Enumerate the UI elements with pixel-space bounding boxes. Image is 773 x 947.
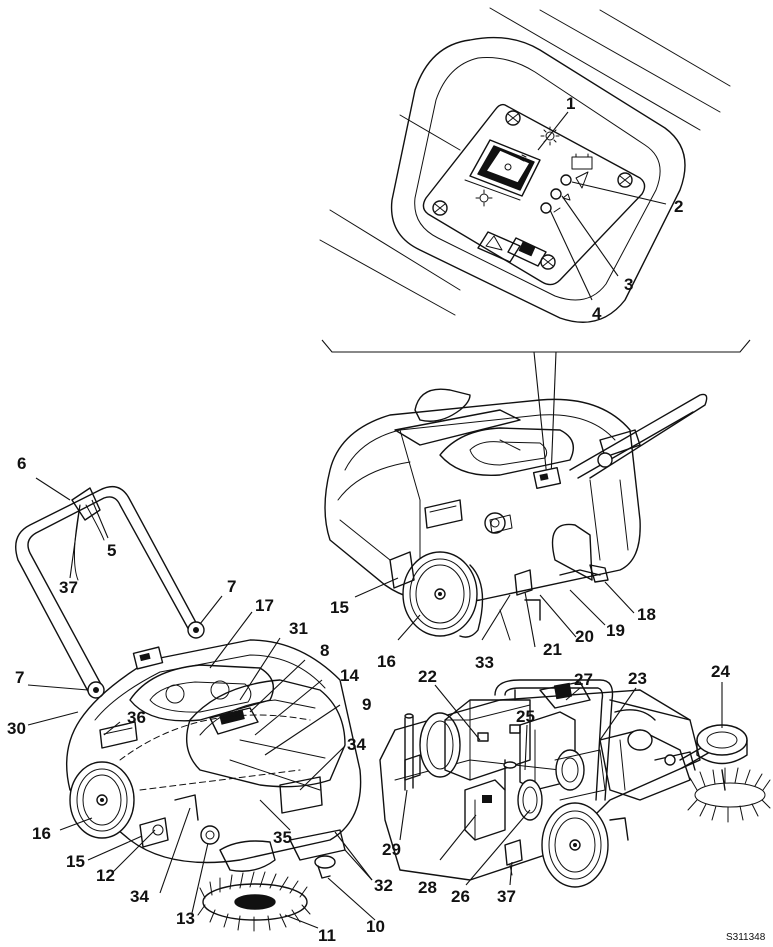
callout-23: 23 — [628, 669, 647, 688]
sweeper-front-view — [15, 477, 376, 932]
detail-callout-bracket — [321, 339, 751, 479]
callout-labels: 1 2 3 4 5 6 7 7 8 9 10 11 12 13 14 15 15… — [7, 94, 730, 945]
callout-31: 31 — [289, 619, 308, 638]
callout-20: 20 — [575, 627, 594, 646]
internal-side-brush — [687, 767, 771, 823]
battery-icon — [571, 153, 593, 170]
callout-7-left: 7 — [15, 668, 24, 687]
service-indicator-light — [550, 188, 562, 200]
figure-code: S311348 — [726, 932, 766, 943]
fault-indicator-light — [540, 202, 552, 214]
callout-36: 36 — [127, 708, 146, 727]
callout-10: 10 — [366, 917, 385, 936]
callout-4: 4 — [592, 304, 602, 323]
callout-30: 30 — [7, 719, 26, 738]
callout-6: 6 — [17, 454, 26, 473]
callout-13: 13 — [176, 909, 195, 928]
battery-indicator-light — [560, 174, 572, 186]
callout-37-left: 37 — [59, 578, 78, 597]
callout-11: 11 — [318, 926, 336, 945]
callout-29: 29 — [382, 840, 401, 859]
control-panel-detail — [319, 7, 731, 323]
callout-33: 33 — [475, 653, 494, 672]
warning-label — [477, 231, 547, 267]
power-rocker-switch — [464, 139, 541, 201]
side-brush — [197, 871, 311, 932]
callout-9: 9 — [362, 695, 371, 714]
callout-28: 28 — [418, 878, 437, 897]
front-view-wheel — [69, 761, 135, 839]
callout-3: 3 — [624, 275, 633, 294]
drive-wheel — [541, 802, 609, 888]
callout-15-top: 15 — [330, 598, 349, 617]
callout-5: 5 — [107, 541, 116, 560]
callout-17: 17 — [255, 596, 274, 615]
callout-26: 26 — [451, 887, 470, 906]
callout-32: 32 — [374, 876, 393, 895]
drive-motor — [517, 749, 606, 821]
callout-34-left: 34 — [130, 887, 149, 906]
callout-25: 25 — [516, 707, 535, 726]
callout-15-left: 15 — [66, 852, 85, 871]
callout-19: 19 — [606, 621, 625, 640]
callout-1: 1 — [566, 94, 575, 113]
rear-wheel — [402, 551, 484, 638]
callout-35: 35 — [273, 828, 292, 847]
callout-12: 12 — [96, 866, 115, 885]
callout-21: 21 — [543, 640, 562, 659]
callout-27: 27 — [574, 670, 593, 689]
sun-icon-lower — [475, 189, 493, 207]
callout-37-bottom: 37 — [497, 887, 516, 906]
sweeper-internal-view — [379, 679, 771, 888]
callout-22: 22 — [418, 667, 437, 686]
callout-2: 2 — [674, 197, 683, 216]
light-sun-icon — [540, 126, 560, 146]
callout-34-right: 34 — [347, 735, 366, 754]
callout-16-left: 16 — [32, 824, 51, 843]
callout-16-top: 16 — [377, 652, 396, 671]
sweeper-rear-view — [324, 388, 708, 648]
callout-7-right: 7 — [227, 577, 236, 596]
callout-14: 14 — [340, 666, 359, 685]
callout-24: 24 — [711, 662, 730, 681]
side-brush-housing — [696, 724, 748, 765]
callout-18: 18 — [637, 605, 656, 624]
callout-8: 8 — [320, 641, 329, 660]
